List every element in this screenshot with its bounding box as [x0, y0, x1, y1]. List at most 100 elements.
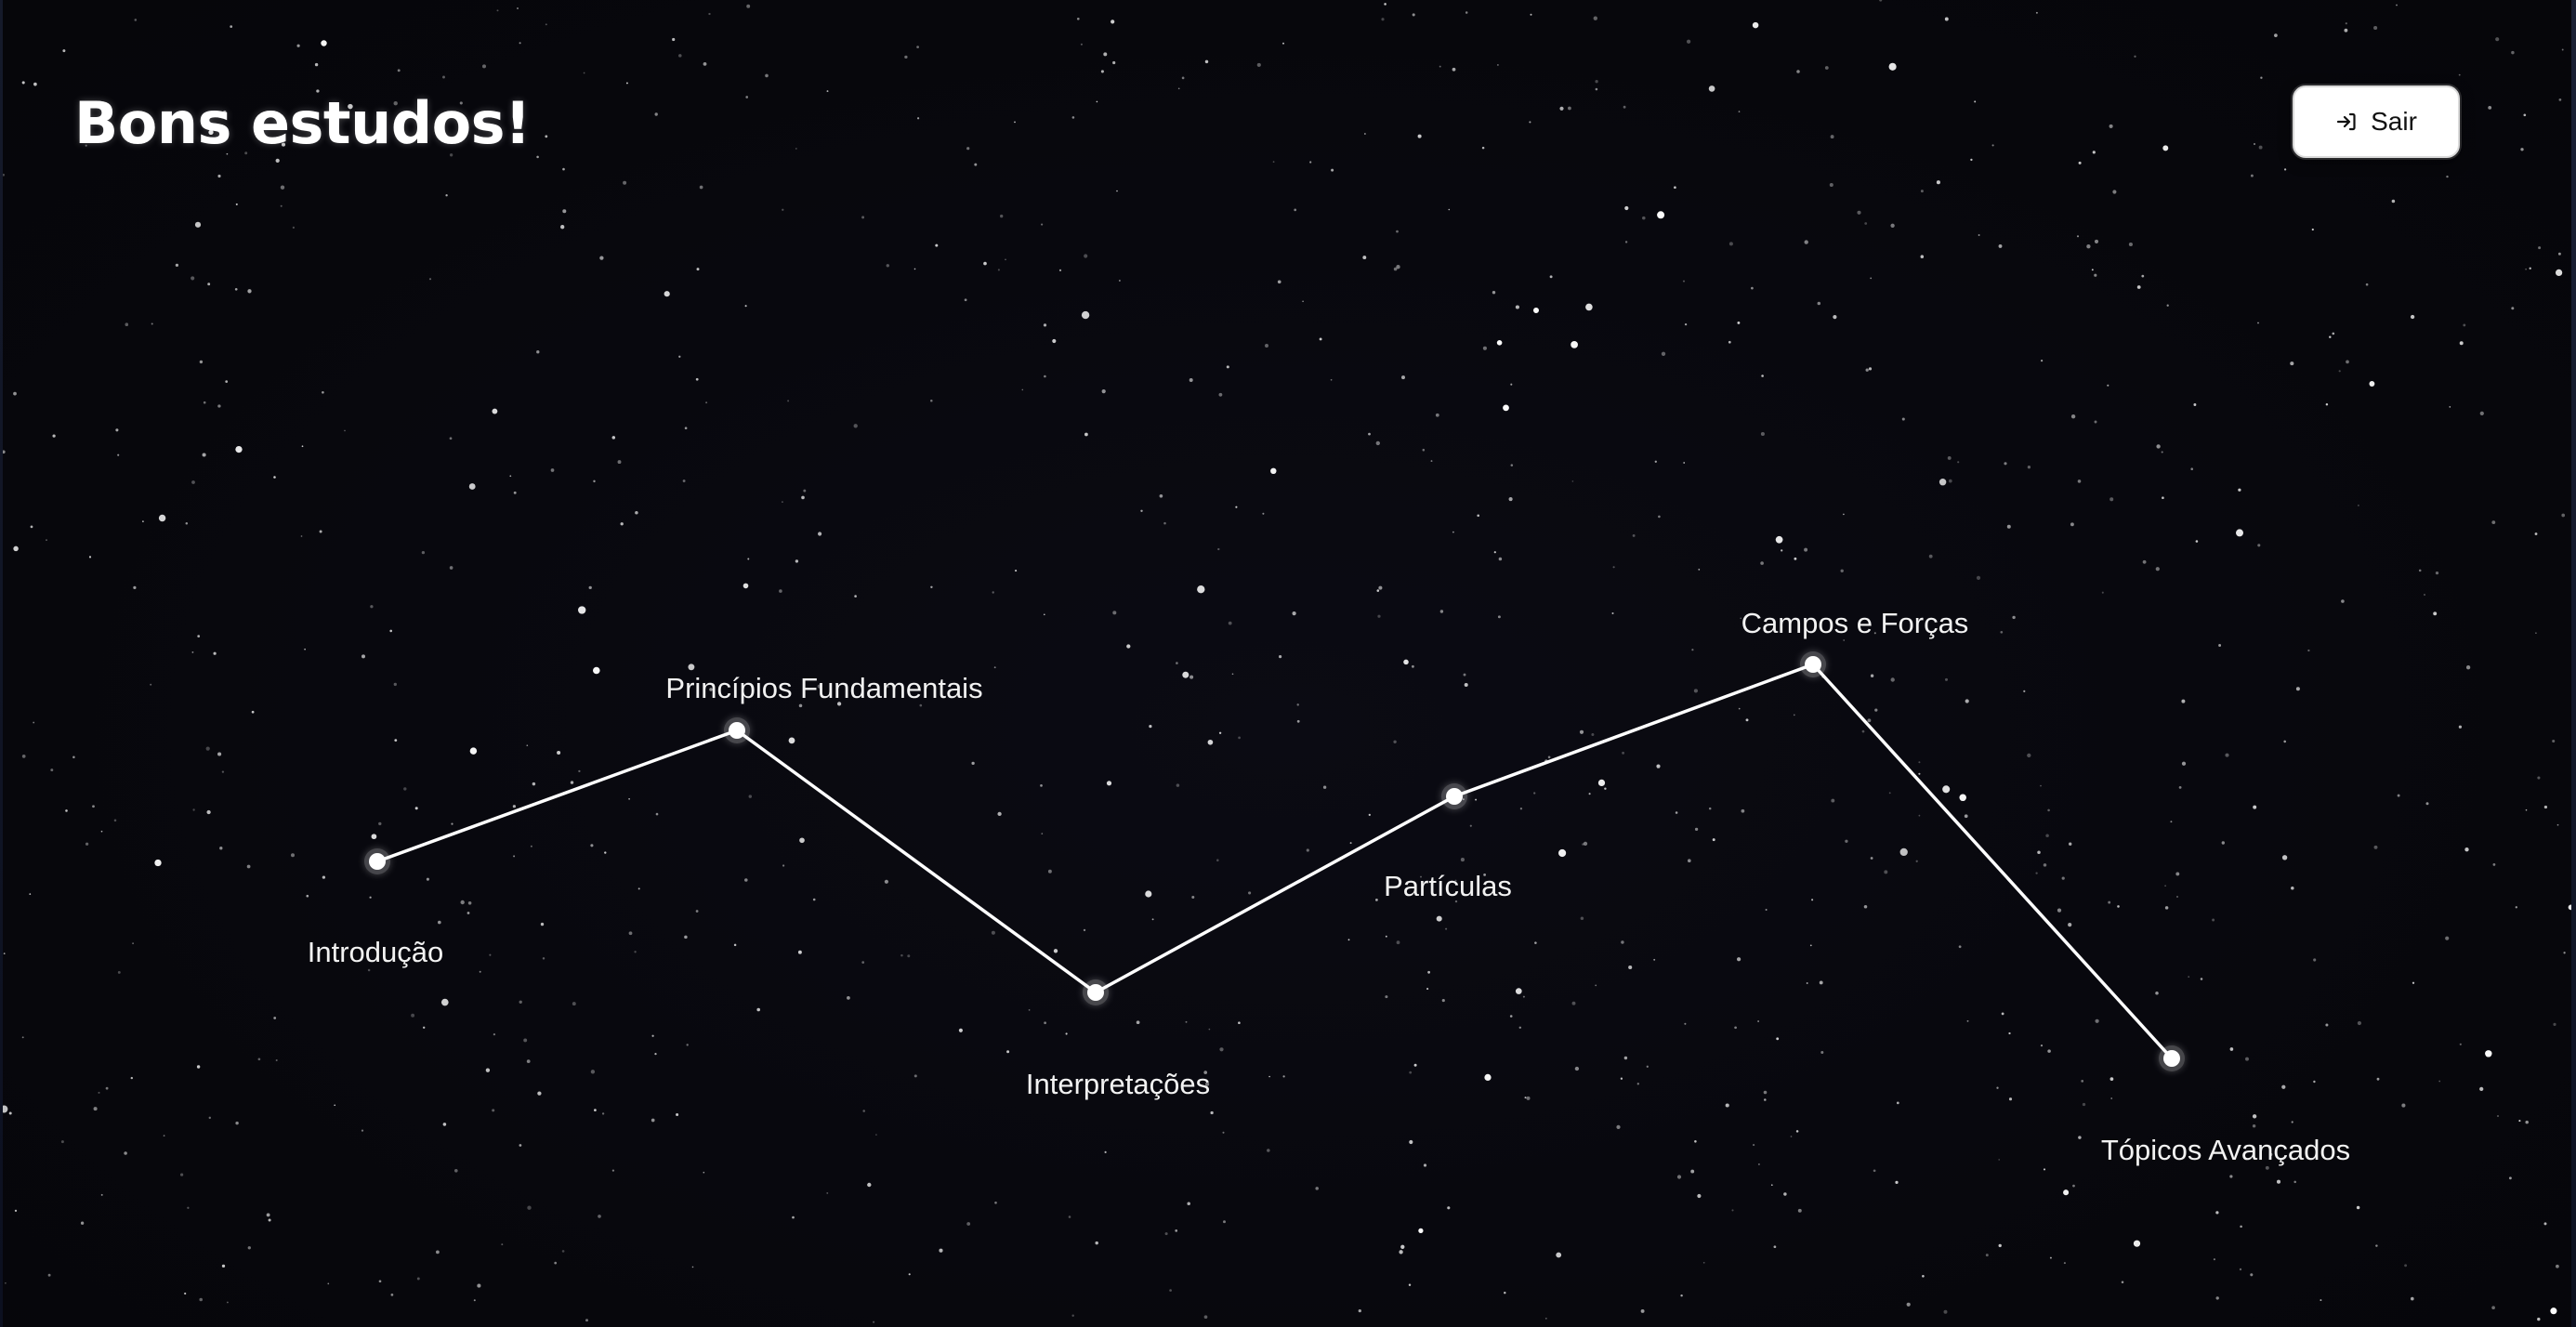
background-star	[2537, 776, 2541, 780]
background-star	[1044, 374, 1046, 378]
topic-star[interactable]	[1087, 984, 1104, 1001]
background-star	[1568, 106, 1571, 111]
background-star	[1510, 464, 1514, 466]
background-star	[445, 194, 448, 197]
background-star	[158, 514, 166, 522]
background-star	[1463, 673, 1466, 677]
topic-node-interpretacoes[interactable]: Interpretações	[1026, 979, 1210, 1100]
topic-node-particulas[interactable]: Partículas	[1384, 783, 1512, 902]
background-star	[2156, 444, 2161, 449]
background-star	[85, 144, 87, 147]
background-star	[2404, 1264, 2408, 1268]
background-star	[1430, 460, 1433, 463]
topic-star[interactable]	[1446, 788, 1463, 805]
background-star	[428, 278, 432, 281]
logout-button[interactable]: Sair	[2293, 85, 2460, 158]
background-star	[1084, 432, 1088, 437]
background-star	[1794, 557, 1797, 560]
background-star	[1731, 1209, 1734, 1212]
background-star	[1691, 649, 1694, 651]
background-star	[2070, 414, 2076, 419]
background-star	[301, 445, 304, 448]
topic-label[interactable]: Princípios Fundamentais	[665, 672, 982, 704]
background-star	[344, 429, 346, 432]
background-star	[1793, 714, 1795, 716]
background-star	[983, 261, 987, 266]
topic-star[interactable]	[729, 722, 745, 739]
topic-label[interactable]: Partículas	[1384, 870, 1512, 902]
background-star	[886, 264, 889, 268]
constellation-link	[1094, 795, 1456, 994]
background-star	[1197, 585, 1205, 594]
background-star	[1296, 703, 1299, 706]
background-star	[21, 1036, 24, 1039]
background-star	[2035, 11, 2038, 14]
background-star	[509, 475, 512, 478]
background-star	[100, 830, 103, 833]
background-star	[1238, 736, 1241, 740]
background-star	[2229, 1175, 2233, 1178]
background-star	[2424, 594, 2425, 596]
background-star	[1760, 431, 1765, 437]
background-star	[1970, 158, 1973, 162]
topic-node-principios-fundamentais[interactable]: Princípios Fundamentais	[665, 672, 983, 743]
background-star	[765, 73, 769, 78]
topic-star[interactable]	[1805, 656, 1821, 673]
background-star	[2561, 513, 2566, 518]
background-star	[65, 809, 68, 812]
background-star	[2252, 1123, 2256, 1128]
background-star	[2325, 403, 2329, 406]
background-star	[1101, 388, 1106, 394]
background-star	[1998, 1159, 2001, 1161]
background-star	[378, 821, 382, 826]
background-star	[257, 1058, 261, 1061]
background-star	[2008, 1031, 2011, 1035]
background-star	[1279, 655, 1282, 659]
background-star	[1396, 940, 1400, 945]
background-star	[523, 1038, 528, 1043]
background-star	[1126, 644, 1131, 649]
background-star	[513, 855, 516, 858]
background-star	[992, 591, 994, 594]
background-star	[635, 510, 638, 515]
background-star	[2479, 1086, 2484, 1092]
background-star	[1427, 970, 1431, 974]
background-star	[695, 377, 699, 381]
topic-node-introducao[interactable]: Introdução	[308, 848, 444, 968]
topic-label[interactable]: Introdução	[308, 936, 444, 968]
background-star	[1918, 761, 1921, 764]
topic-label[interactable]: Campos e Forças	[1741, 607, 1969, 639]
topic-label[interactable]: Tópicos Avançados	[2101, 1134, 2350, 1166]
background-star	[1309, 161, 1312, 164]
background-star	[197, 635, 201, 637]
background-star	[275, 158, 280, 164]
background-star	[637, 887, 640, 890]
background-star	[2435, 571, 2439, 575]
background-star	[230, 25, 233, 28]
background-star	[572, 1002, 576, 1006]
topic-star[interactable]	[2163, 1050, 2180, 1067]
background-star	[14, 1209, 18, 1213]
background-star	[321, 40, 327, 46]
background-star	[1702, 1261, 1705, 1264]
background-star	[836, 702, 842, 706]
topic-node-topicos-avancados[interactable]: Tópicos Avançados	[2101, 1045, 2350, 1166]
background-star	[481, 64, 487, 69]
background-star	[1588, 793, 1591, 795]
background-star	[492, 408, 498, 414]
topic-star[interactable]	[369, 853, 386, 870]
background-star	[2134, 55, 2136, 58]
topic-node-campos-e-forcas[interactable]: Campos e Forças	[1741, 607, 1969, 677]
background-star	[1773, 1245, 1777, 1249]
background-star	[1824, 66, 1829, 70]
background-star	[1095, 1241, 1098, 1245]
background-star	[699, 185, 703, 190]
background-star	[1445, 927, 1448, 930]
background-star	[468, 483, 476, 490]
topic-label[interactable]: Interpretações	[1026, 1068, 1210, 1100]
background-star	[2253, 805, 2257, 809]
background-star	[1857, 210, 1861, 215]
background-star	[1806, 982, 1808, 984]
background-star	[1976, 575, 1981, 581]
background-star	[1493, 551, 1496, 554]
